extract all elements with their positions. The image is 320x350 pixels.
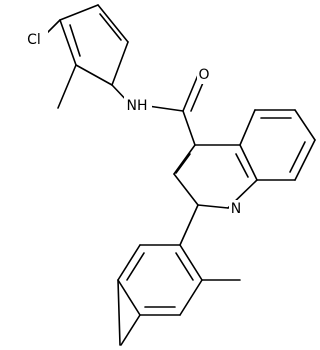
bond xyxy=(294,139,316,181)
quinoline-nitrogen-label: N xyxy=(231,201,241,217)
double-bond xyxy=(126,252,145,281)
label-background xyxy=(197,66,211,84)
bond xyxy=(59,4,99,21)
bond-c-quinoline xyxy=(182,110,196,146)
bond-methyl xyxy=(120,314,141,346)
double-bond xyxy=(175,153,191,174)
bond xyxy=(117,279,141,316)
bond xyxy=(75,64,113,86)
dimethylphenyl-ring xyxy=(117,244,203,316)
bond xyxy=(197,204,229,209)
double-bond xyxy=(175,252,194,281)
bond xyxy=(173,144,196,175)
double-bond xyxy=(69,24,81,57)
carbonyl-oxygen-label: O xyxy=(198,67,209,83)
bond xyxy=(111,41,129,86)
bond xyxy=(97,4,129,43)
chlorine-atom-label: Cl xyxy=(27,32,41,48)
bond xyxy=(294,109,316,141)
carbonyl-double-bond xyxy=(182,74,199,112)
amide-nh-label: NH xyxy=(127,98,148,114)
bond xyxy=(239,109,256,146)
bond xyxy=(179,244,203,281)
bond xyxy=(117,244,141,281)
double-bond xyxy=(289,141,306,173)
bond xyxy=(179,279,203,316)
bond-quinoline-aryl xyxy=(179,204,199,246)
label-background xyxy=(22,30,48,48)
bond xyxy=(59,19,77,66)
bond xyxy=(239,144,258,181)
quinoline-ring xyxy=(173,109,316,209)
bond-methyl xyxy=(57,64,77,109)
bond xyxy=(173,173,199,206)
bond-methyl xyxy=(117,279,121,346)
label-background xyxy=(229,200,243,218)
double-bond xyxy=(235,153,249,178)
double-bond xyxy=(99,13,122,41)
chloromethylphenyl-ring xyxy=(59,4,129,86)
bond-n-c xyxy=(147,105,184,112)
label-background xyxy=(124,96,152,114)
